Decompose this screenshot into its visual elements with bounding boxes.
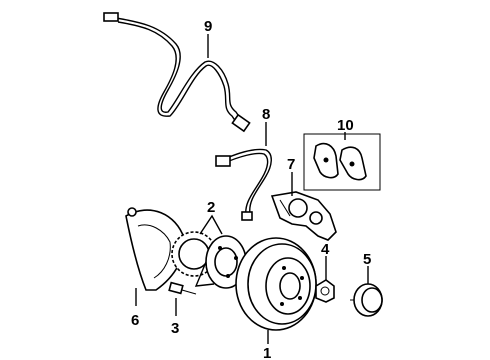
brake-pads xyxy=(303,133,381,191)
callout-7: 7 xyxy=(287,156,295,173)
callout-1: 1 xyxy=(263,345,271,360)
nut xyxy=(315,279,335,303)
rotor xyxy=(235,237,317,331)
callout-2: 2 xyxy=(207,199,215,216)
callout-8: 8 xyxy=(262,106,270,123)
abs-sensor-wire xyxy=(103,12,251,133)
callout-3: 3 xyxy=(171,320,179,337)
leader-2 xyxy=(199,214,223,235)
sensor-head xyxy=(231,113,251,133)
sensor-connector xyxy=(103,12,119,22)
hose-fitting-top xyxy=(215,155,231,167)
callout-labels: 9 8 7 10 2 4 5 6 3 1 xyxy=(131,18,371,360)
callout-9: 9 xyxy=(204,18,212,35)
hose-fitting-bottom xyxy=(241,211,253,221)
leader-lines xyxy=(135,34,369,344)
callout-6: 6 xyxy=(131,312,139,329)
callout-10: 10 xyxy=(337,117,354,134)
splash-shield xyxy=(125,207,186,291)
callout-5: 5 xyxy=(363,251,371,268)
wheel-stud xyxy=(168,281,197,295)
caliper xyxy=(270,191,337,241)
brake-hose xyxy=(215,148,272,221)
callout-4: 4 xyxy=(321,241,330,258)
hub-cap xyxy=(350,283,383,317)
